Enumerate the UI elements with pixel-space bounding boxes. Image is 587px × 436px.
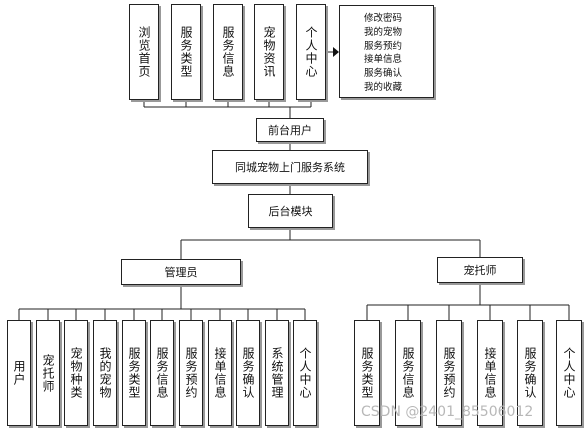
module-label: 服务信息 [221,26,235,78]
module-box: 服务类型 [354,320,380,426]
module-box: 系统管理 [265,320,289,426]
module-box: 宠物资讯 [254,4,284,100]
module-label: 浏览首页 [137,26,151,78]
submenu-item: 服务预约 [364,40,403,52]
module-label: 个人中心 [562,347,576,399]
module-label: 服务预约 [442,347,456,399]
module-box: 服务预约 [436,320,462,426]
module-box: 用户 [7,320,31,426]
personal-center-submenu: 修改密码 我的宠物 服务预约 接单信息 服务确认 我的收藏 [339,5,434,98]
submenu-item: 我的收藏 [364,81,403,93]
module-box: 服务信息 [150,320,174,426]
module-label: 个人中心 [298,347,312,399]
module-label: 服务类型 [179,26,193,78]
admin-node: 管理员 [121,259,241,285]
module-box: 浏览首页 [129,4,159,100]
module-box: 服务预约 [179,320,203,426]
module-box: 个人中心 [293,320,317,426]
module-label: 服务预约 [184,347,198,399]
module-label: 用户 [12,360,26,386]
module-box: 宠托师 [36,320,60,426]
watermark: CSDN @2401_85506012 [361,404,534,420]
module-label: 宠物种类 [69,347,83,399]
module-box: 我的宠物 [93,320,117,426]
arrow-head [333,47,339,57]
module-label: 服务信息 [401,347,415,399]
module-label: 服务信息 [155,347,169,399]
module-label: 系统管理 [270,347,284,399]
module-box: 宠物种类 [64,320,88,426]
module-label: 宠托师 [41,353,55,393]
pet-sitter-node: 宠托师 [437,257,523,283]
module-label: 服务类型 [127,347,141,399]
module-label: 接单信息 [483,347,497,399]
submenu-item: 修改密码 [364,13,403,24]
submenu-item: 我的宠物 [364,26,403,38]
module-box: 个人中心 [556,320,582,426]
module-label: 个人中心 [304,26,318,78]
module-box: 服务信息 [395,320,421,426]
module-box: 服务信息 [213,4,243,100]
front-user-node: 前台用户 [256,118,324,142]
module-box: 接单信息 [477,320,503,426]
module-label: 服务确认 [241,347,255,399]
module-box: 服务确认 [236,320,260,426]
submenu-item: 服务确认 [364,68,403,80]
system-node: 同城宠物上门服务系统 [212,150,368,184]
module-box: 服务类型 [122,320,146,426]
submenu-item: 接单信息 [364,54,403,66]
module-label: 宠物资讯 [262,26,276,78]
module-box: 服务类型 [171,4,201,100]
module-label: 服务类型 [360,347,374,399]
module-label: 接单信息 [213,347,227,399]
module-box: 个人中心 [296,4,326,100]
backend-module-node: 后台模块 [248,194,333,228]
module-box: 服务确认 [517,320,543,426]
module-label: 我的宠物 [98,347,112,399]
module-box: 接单信息 [208,320,232,426]
module-label: 服务确认 [523,347,537,399]
